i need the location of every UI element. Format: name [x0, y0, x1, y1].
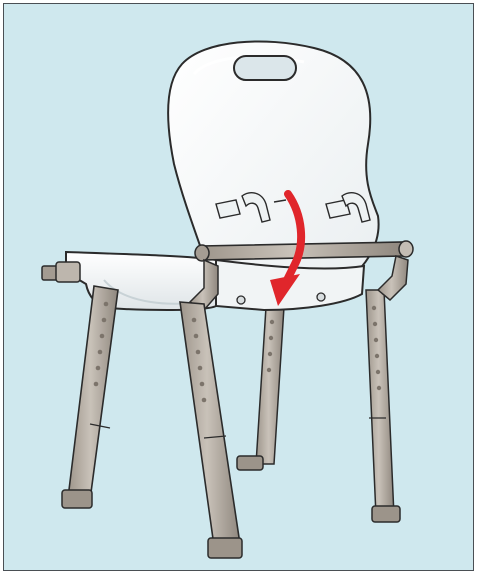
chair-illustration: [4, 4, 474, 571]
illustration-frame: [3, 3, 474, 571]
handle-slot: [234, 56, 296, 80]
